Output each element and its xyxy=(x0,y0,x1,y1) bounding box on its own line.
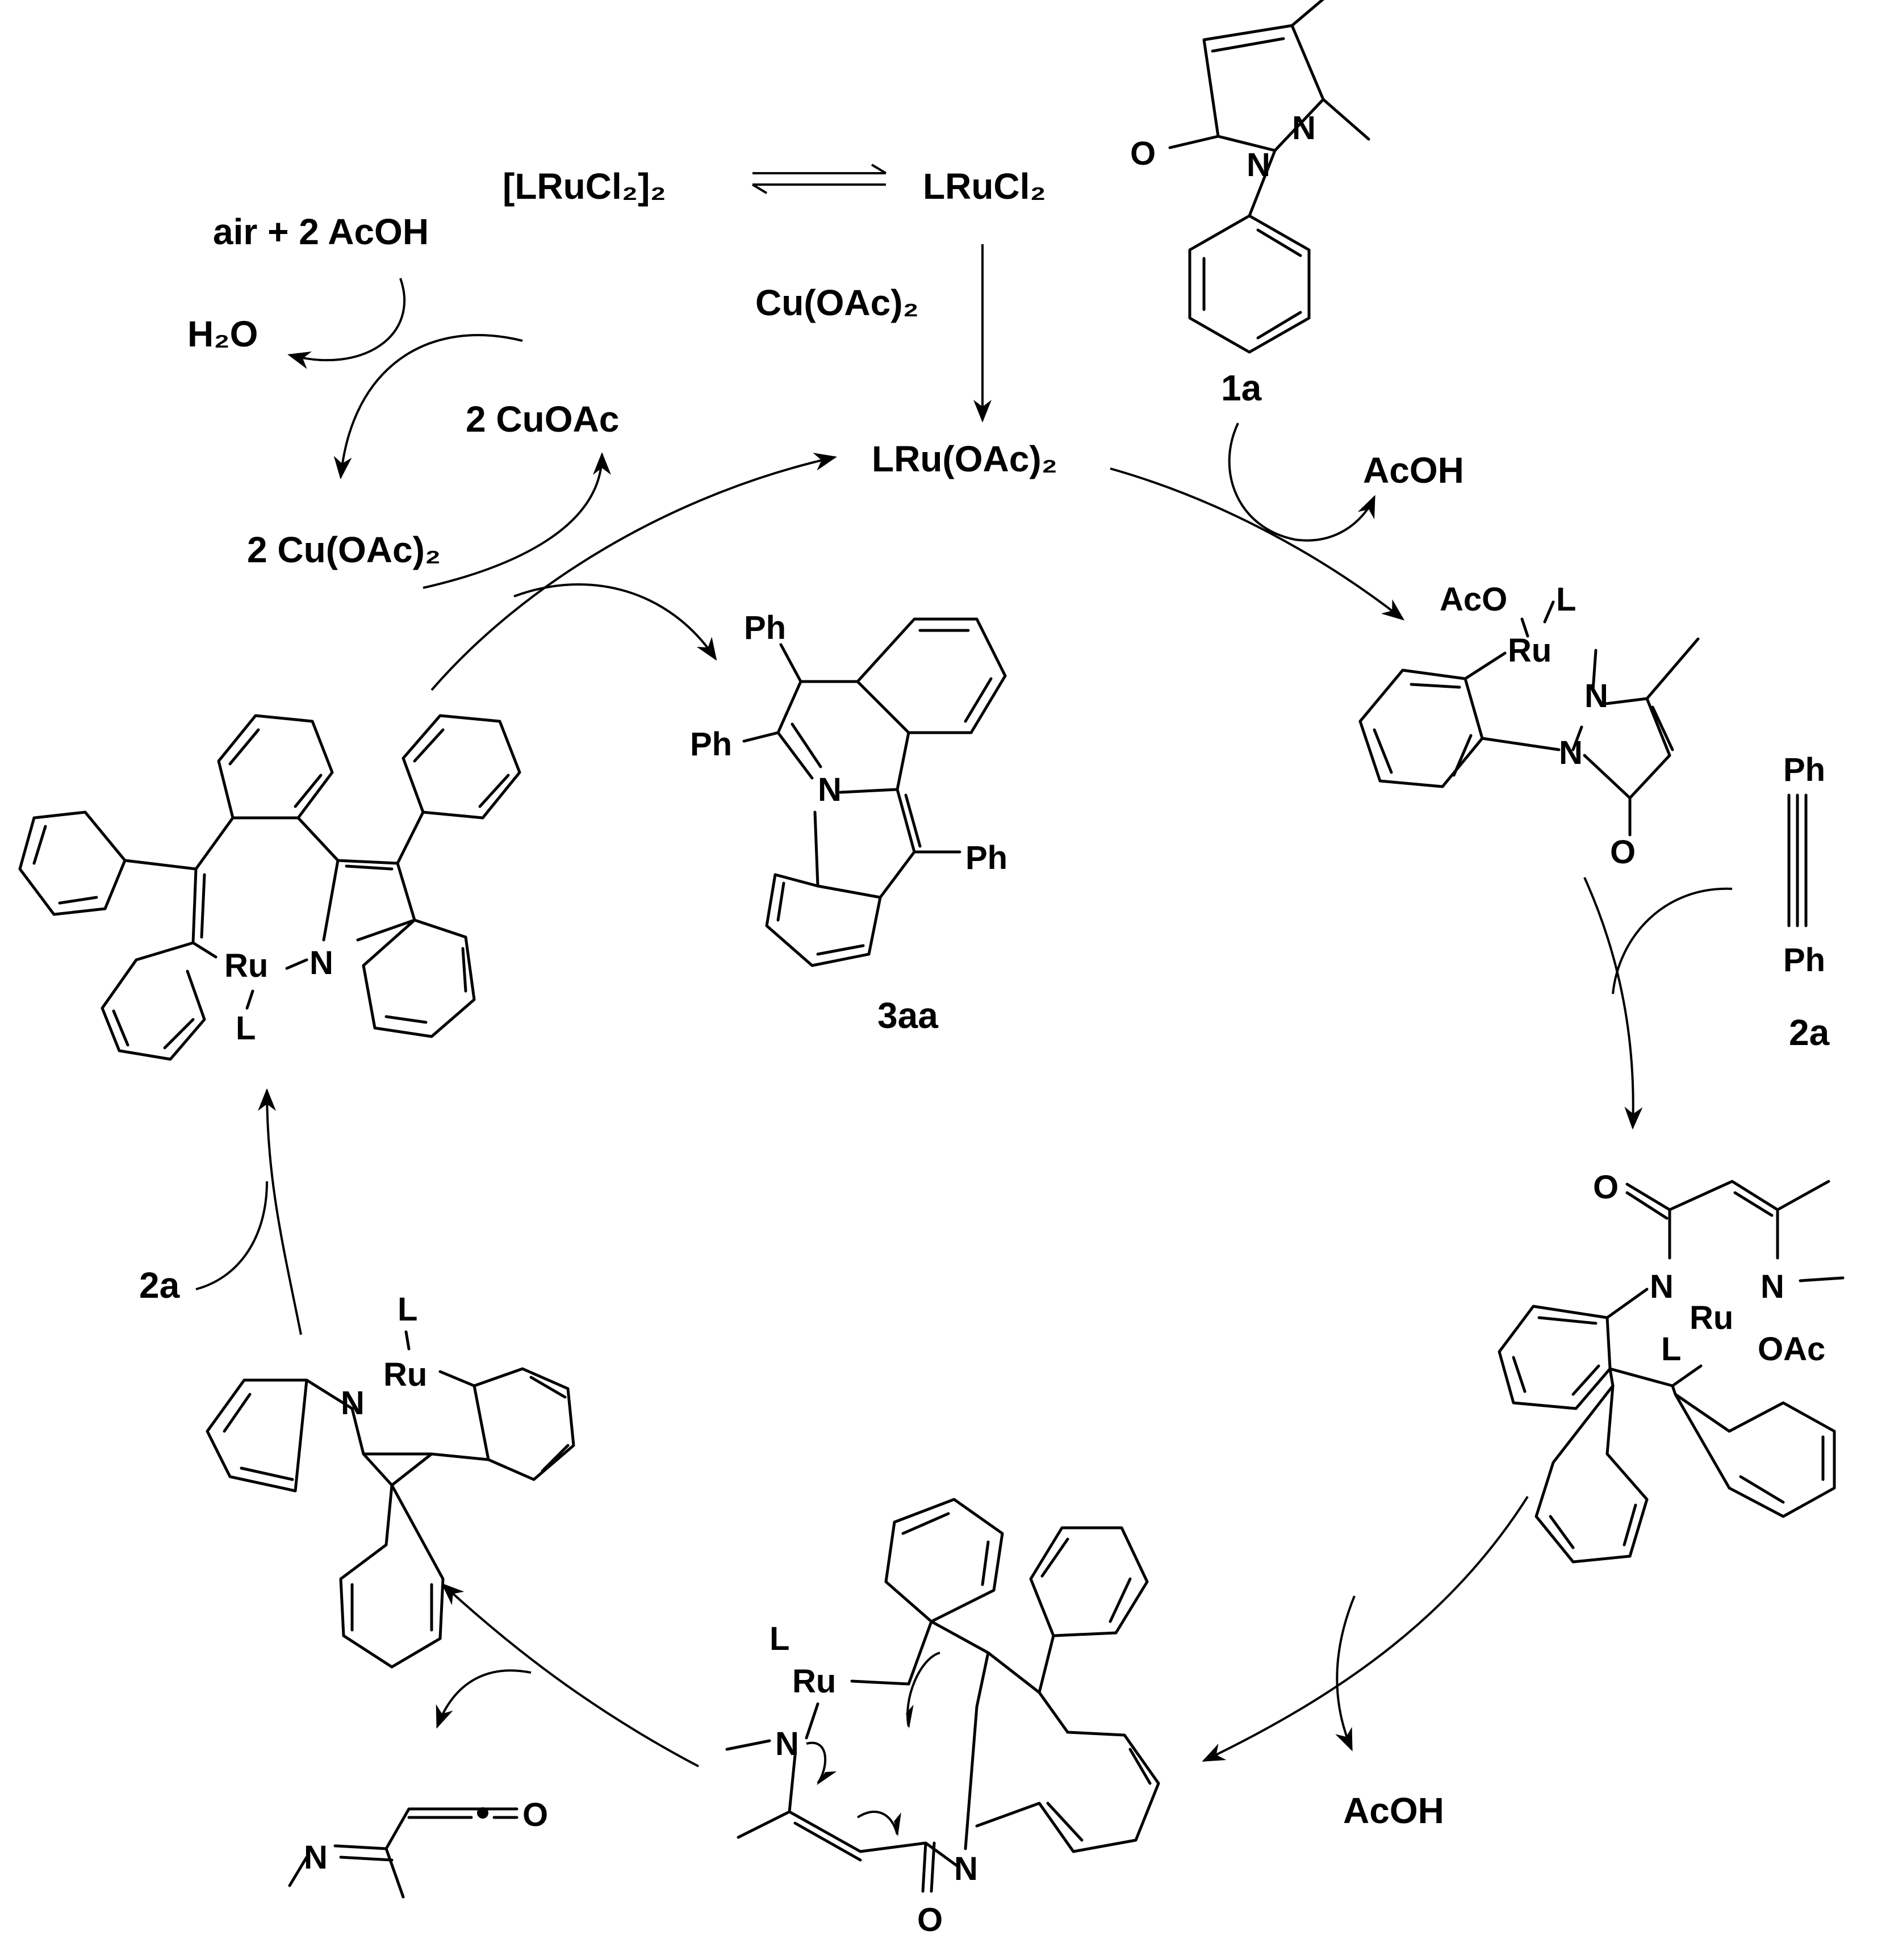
svg-text:O: O xyxy=(1130,135,1156,172)
water-release-arrow xyxy=(287,278,405,369)
svg-text:N: N xyxy=(1559,734,1583,771)
intermediate-ruthenacycle-b: O N N Ru L OAc xyxy=(1498,1169,1845,1564)
cycle-arrow-4 xyxy=(441,1583,699,1767)
intermediate-ruthenacycle-a: AcO L Ru N N O xyxy=(1358,581,1700,871)
svg-text:Ph: Ph xyxy=(1783,751,1825,788)
svg-text:O: O xyxy=(1610,834,1636,871)
svg-text:N: N xyxy=(1650,1268,1674,1305)
monomer-label: LRuCl₂ xyxy=(923,166,1046,207)
active-catalyst-label: LRu(OAc)₂ xyxy=(872,438,1057,479)
svg-text:N: N xyxy=(954,1850,978,1887)
svg-text:N: N xyxy=(310,945,333,981)
svg-text:L: L xyxy=(398,1291,417,1328)
dimer-label: [LRuCl₂]₂ xyxy=(503,166,666,207)
svg-text:L: L xyxy=(770,1620,789,1657)
svg-text:O: O xyxy=(522,1796,548,1833)
svg-text:Ru: Ru xyxy=(1690,1299,1733,1336)
svg-text:Ru: Ru xyxy=(1508,632,1552,669)
label-1a: 1a xyxy=(1221,367,1262,408)
intermediate-d: L Ru N xyxy=(206,1291,575,1669)
svg-text:Ru: Ru xyxy=(224,947,268,984)
svg-text:L: L xyxy=(236,1010,256,1047)
acoh-bottom-label: AcOH xyxy=(1343,1790,1444,1831)
svg-text:Ph: Ph xyxy=(1783,942,1825,979)
cycle-arrow-5 xyxy=(258,1088,302,1335)
compound-1a: O N N 1a xyxy=(1130,0,1370,408)
svg-text:O: O xyxy=(1593,1169,1619,1206)
svg-text:L: L xyxy=(1661,1331,1681,1368)
svg-text:O: O xyxy=(917,1902,943,1938)
water-label: H₂O xyxy=(187,314,258,354)
precatalyst-dimer: [LRuCl₂]₂ xyxy=(503,166,666,207)
acoh-release-arrow-top xyxy=(1228,423,1375,542)
intermediate-e: Ru N L xyxy=(18,714,521,1061)
label-3aa: 3aa xyxy=(877,995,938,1036)
svg-text:Ph: Ph xyxy=(965,839,1007,876)
air-acoh-label: air + 2 AcOH xyxy=(213,211,429,252)
svg-text:N: N xyxy=(818,771,842,808)
product-3aa: Ph Ph N Ph 3aa xyxy=(690,609,1007,1036)
acoh-release-arrow-bottom xyxy=(1335,1595,1356,1752)
alkyne-in-arrow xyxy=(1612,887,1733,994)
ketene-byproduct: N O xyxy=(288,1796,548,1899)
svg-text:N: N xyxy=(1292,110,1316,147)
svg-text:N: N xyxy=(1584,678,1608,714)
cu-oac2-2-label: 2 Cu(OAc)₂ xyxy=(247,529,441,570)
compound-2a: Ph Ph 2a xyxy=(1783,751,1830,1053)
ketene-release-arrow xyxy=(436,1669,532,1729)
svg-text:Ph: Ph xyxy=(690,726,732,763)
svg-text:OAc: OAc xyxy=(1758,1331,1825,1368)
cycle-arrow-2 xyxy=(1583,877,1643,1130)
equilibrium-arrows xyxy=(751,164,887,194)
svg-text:L: L xyxy=(1556,581,1576,618)
cuoac-label: 2 CuOAc xyxy=(466,399,619,440)
svg-text:Ru: Ru xyxy=(792,1663,836,1700)
cycle-arrow-1 xyxy=(1110,467,1405,621)
product-release-arrow xyxy=(513,583,717,661)
cu-reduction-arrow xyxy=(423,452,611,589)
cycle-arrow-6 xyxy=(430,453,837,691)
svg-text:Ru: Ru xyxy=(383,1356,427,1393)
alkyne-2a-in-arrow xyxy=(195,1181,268,1290)
svg-text:N: N xyxy=(1247,147,1270,183)
svg-text:Ph: Ph xyxy=(744,609,786,646)
svg-text:N: N xyxy=(1761,1268,1784,1305)
reoxidation-arrow xyxy=(333,334,523,479)
label-2a: 2a xyxy=(1789,1012,1830,1053)
alkyne-2a-left-label: 2a xyxy=(139,1265,180,1306)
intermediate-c: L Ru N O N xyxy=(725,1498,1160,1938)
acoh-top-label: AcOH xyxy=(1363,450,1464,491)
cycle-arrow-3 xyxy=(1202,1495,1529,1762)
svg-text:AcO: AcO xyxy=(1440,581,1507,618)
cu-oac2-label: Cu(OAc)₂ xyxy=(755,282,919,323)
